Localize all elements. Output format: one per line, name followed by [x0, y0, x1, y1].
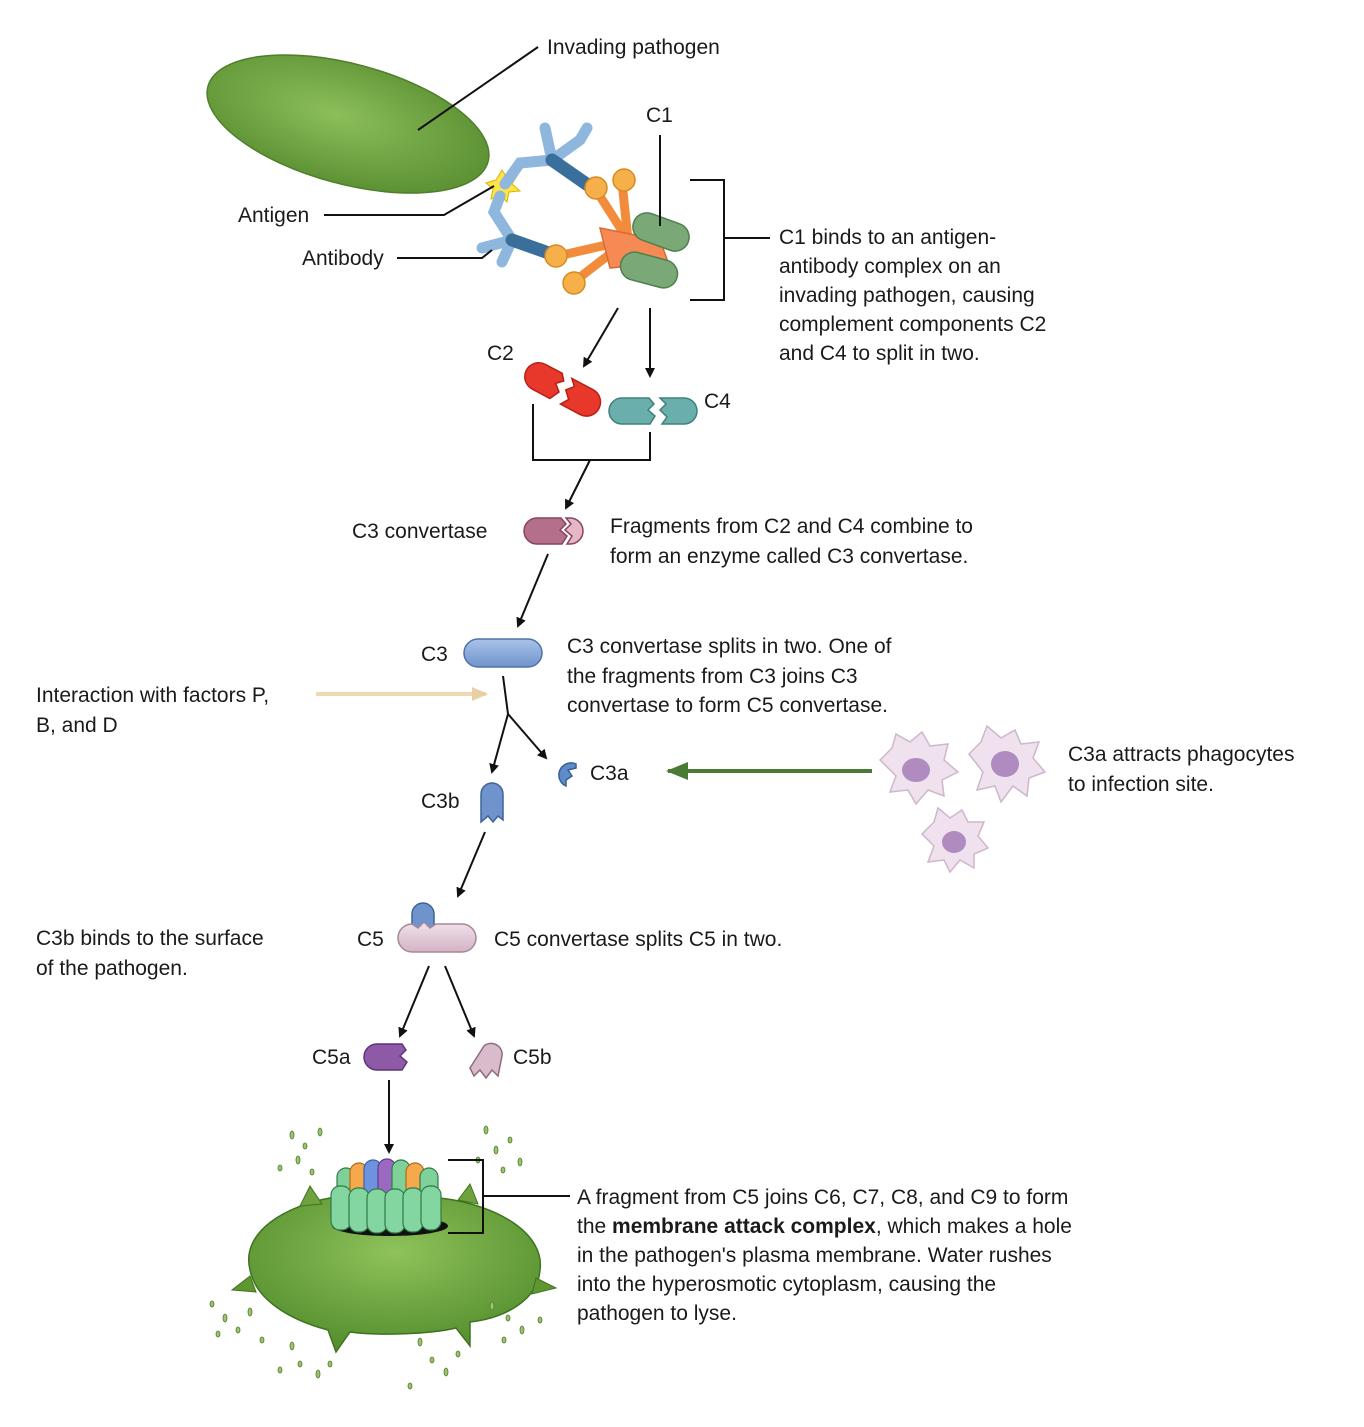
caption-c1-line: complement components C2	[779, 313, 1046, 336]
c1-step-bracket	[690, 179, 725, 301]
phagocyte-cell	[878, 730, 960, 806]
phagocyte-cell	[968, 724, 1047, 804]
caption-mac-line: A fragment from C5 joins C6, C7, C8, and…	[577, 1186, 1068, 1209]
label-c2: C2	[487, 342, 514, 365]
caption-c3-line: convertase to form C5 convertase.	[567, 694, 888, 717]
caption-mac-bold: membrane attack complex	[612, 1215, 876, 1238]
label-c4: C4	[704, 390, 731, 413]
arrow-to-c5	[456, 831, 486, 898]
arrow-to-c3a	[507, 713, 548, 760]
pathogen-leader	[417, 46, 539, 131]
label-c5: C5	[357, 928, 384, 951]
caption-c1-line: invading pathogen, causing	[779, 284, 1035, 307]
caption-c1-binds: C1 binds to an antigen- antibody complex…	[779, 226, 1046, 365]
caption-c1-line: antibody complex on an	[779, 255, 1001, 278]
caption-mac: A fragment from C5 joins C6, C7, C8, and…	[577, 1186, 1072, 1325]
caption-c3-line: the fragments from C3 joins C3	[567, 665, 858, 688]
arrow-to-c3	[516, 553, 549, 628]
caption-c3b-binds: C3b binds to the surface of the pathogen…	[36, 927, 264, 980]
caption-c3b-line: of the pathogen.	[36, 957, 188, 980]
phagocyte-cells	[878, 724, 1047, 874]
label-c5b: C5b	[513, 1046, 552, 1069]
label-antigen: Antigen	[238, 204, 309, 227]
caption-fragments-line: Fragments from C2 and C4 combine to	[610, 515, 973, 538]
label-c3-convertase: C3 convertase	[352, 520, 487, 543]
antibody-upper	[499, 122, 602, 197]
c4-fragment	[608, 397, 698, 425]
arrow-to-c3b	[489, 713, 509, 774]
caption-c5-splits: C5 convertase splits C5 in two.	[494, 928, 782, 951]
label-c5a: C5a	[312, 1046, 351, 1069]
caption-c3a-attracts: C3a attracts phagocytes to infection sit…	[1068, 743, 1294, 796]
caption-mac-line: into the hyperosmotic cytoplasm, causing…	[577, 1273, 996, 1296]
c3b-shape	[480, 782, 504, 824]
caption-c1-line: C1 binds to an antigen-	[779, 226, 996, 249]
caption-c3a-line: C3a attracts phagocytes	[1068, 743, 1294, 766]
phagocyte-cell	[920, 806, 990, 874]
membrane-attack-complex	[330, 1158, 442, 1234]
c3-split-stem	[502, 675, 509, 715]
caption-mac-line: the membrane attack complex, which makes…	[577, 1215, 1072, 1238]
c5b-shape	[469, 1042, 503, 1080]
caption-fragments-combine: Fragments from C2 and C4 combine to form…	[610, 515, 973, 568]
caption-c3b-line: C3b binds to the surface	[36, 927, 264, 950]
arrow-to-c2	[582, 307, 619, 368]
caption-c3-line: C3 convertase splits in two. One of	[567, 635, 892, 658]
label-invading-pathogen: Invading pathogen	[547, 36, 720, 59]
antibody-leader	[397, 249, 493, 259]
antigen-leader	[324, 185, 495, 216]
caption-c1-line: and C4 to split in two.	[779, 342, 980, 365]
label-c3b: C3b	[421, 790, 460, 813]
caption-mac-post: , which makes a hole	[876, 1215, 1072, 1238]
arrow-to-c3-convertase	[565, 459, 591, 510]
label-antibody: Antibody	[302, 247, 384, 270]
caption-mac-line: pathogen to lyse.	[577, 1302, 737, 1325]
caption-interaction: Interaction with factors P, B, and D	[36, 684, 269, 737]
c3-shape	[463, 638, 543, 668]
arrow-to-c5a	[398, 965, 430, 1038]
caption-interaction-line: B, and D	[36, 714, 118, 737]
caption-mac-line: in the pathogen's plasma membrane. Water…	[577, 1244, 1052, 1267]
caption-c3-splits: C3 convertase splits in two. One of the …	[567, 635, 892, 717]
pathogen-cell	[206, 54, 490, 194]
c1-complex	[544, 168, 690, 295]
cytoplasm-droplets	[209, 1125, 543, 1390]
caption-mac-pre: the	[577, 1215, 612, 1238]
c3-convertase-shape	[523, 517, 584, 545]
c5a-shape	[363, 1043, 408, 1071]
caption-fragments-line: form an enzyme called C3 convertase.	[610, 545, 968, 568]
label-c3: C3	[421, 643, 448, 666]
c2-fragment	[524, 362, 602, 417]
caption-interaction-line: Interaction with factors P,	[36, 684, 269, 707]
c5-convertase-shape	[397, 902, 477, 953]
label-c3a: C3a	[590, 762, 629, 785]
caption-c3a-line: to infection site.	[1068, 773, 1214, 796]
c3a-shape	[558, 762, 577, 788]
combine-bracket	[532, 404, 651, 461]
label-c1: C1	[646, 104, 673, 127]
arrow-to-c5b	[444, 965, 476, 1038]
